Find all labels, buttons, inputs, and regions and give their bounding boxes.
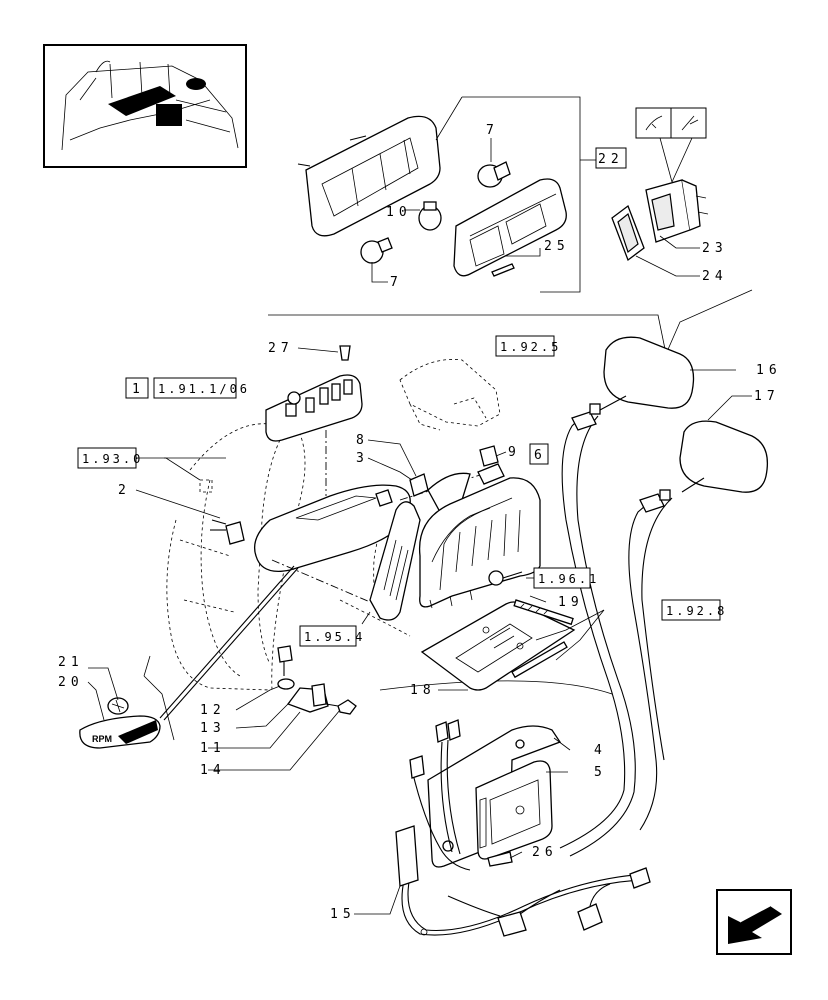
callout-2: 2 — [118, 483, 131, 498]
callout-11: 11 — [200, 741, 226, 756]
callout-21: 21 — [58, 655, 84, 670]
ref-1-96-1: 1.96.1 — [538, 572, 599, 586]
bulb-icon — [477, 161, 511, 188]
console-bracket — [418, 445, 541, 609]
callout-23: 23 — [702, 241, 728, 256]
bulb-icon — [418, 201, 442, 231]
callout-12: 12 — [200, 703, 226, 718]
mounting-plate — [420, 599, 576, 691]
rpm-label: RPM — [92, 734, 112, 744]
callout-15: 15 — [330, 907, 356, 922]
knob-icon — [285, 403, 297, 417]
callout-27: 27 — [268, 341, 294, 356]
callout-8: 8 — [356, 433, 369, 448]
direction-arrow-icon — [716, 889, 792, 955]
callout-3: 3 — [356, 451, 369, 466]
callout-13: 13 — [200, 721, 226, 736]
callout-22: 22 — [598, 152, 624, 167]
callout-10: 10 — [386, 205, 412, 220]
callout-7: 7 — [390, 275, 403, 290]
rear-lamp-assembly — [297, 96, 596, 293]
ecu-unit — [427, 725, 561, 868]
callout-19: 19 — [558, 595, 584, 610]
ref-1-91-1-06: 1.91.1/06 — [158, 382, 250, 396]
ref-1-95-4: 1.95.4 — [304, 630, 365, 644]
callout-9: 9 — [508, 445, 521, 460]
work-lamp-17 — [679, 395, 769, 493]
switch-panel — [265, 374, 363, 442]
switch-assembly — [611, 107, 709, 277]
callout-1: 1 — [132, 382, 145, 397]
callout-6: 6 — [534, 448, 547, 463]
callout-7: 7 — [486, 123, 499, 138]
ref-1-92-8: 1.92.8 — [666, 604, 727, 618]
work-lamp-16 — [599, 336, 736, 411]
ref-1-93-0: 1.93.0 — [82, 452, 143, 466]
callout-16: 16 — [756, 363, 782, 378]
callout-24: 24 — [702, 269, 728, 284]
callout-18: 18 — [410, 683, 436, 698]
callout-17: 17 — [754, 389, 780, 404]
callout-26: 26 — [532, 845, 558, 860]
callout-4: 4 — [594, 743, 607, 758]
switch-symbol-icon — [635, 107, 672, 139]
callout-20: 20 — [58, 675, 84, 690]
bulb-icon — [360, 237, 393, 264]
callout-14: 14 — [200, 763, 226, 778]
hand-throttle — [79, 565, 299, 749]
callout-25: 25 — [544, 239, 570, 254]
wiring-harness — [395, 719, 651, 937]
fastener-set — [277, 645, 357, 715]
callout-5: 5 — [594, 765, 607, 780]
ref-1-92-5: 1.92.5 — [500, 340, 561, 354]
location-inset — [43, 44, 247, 168]
